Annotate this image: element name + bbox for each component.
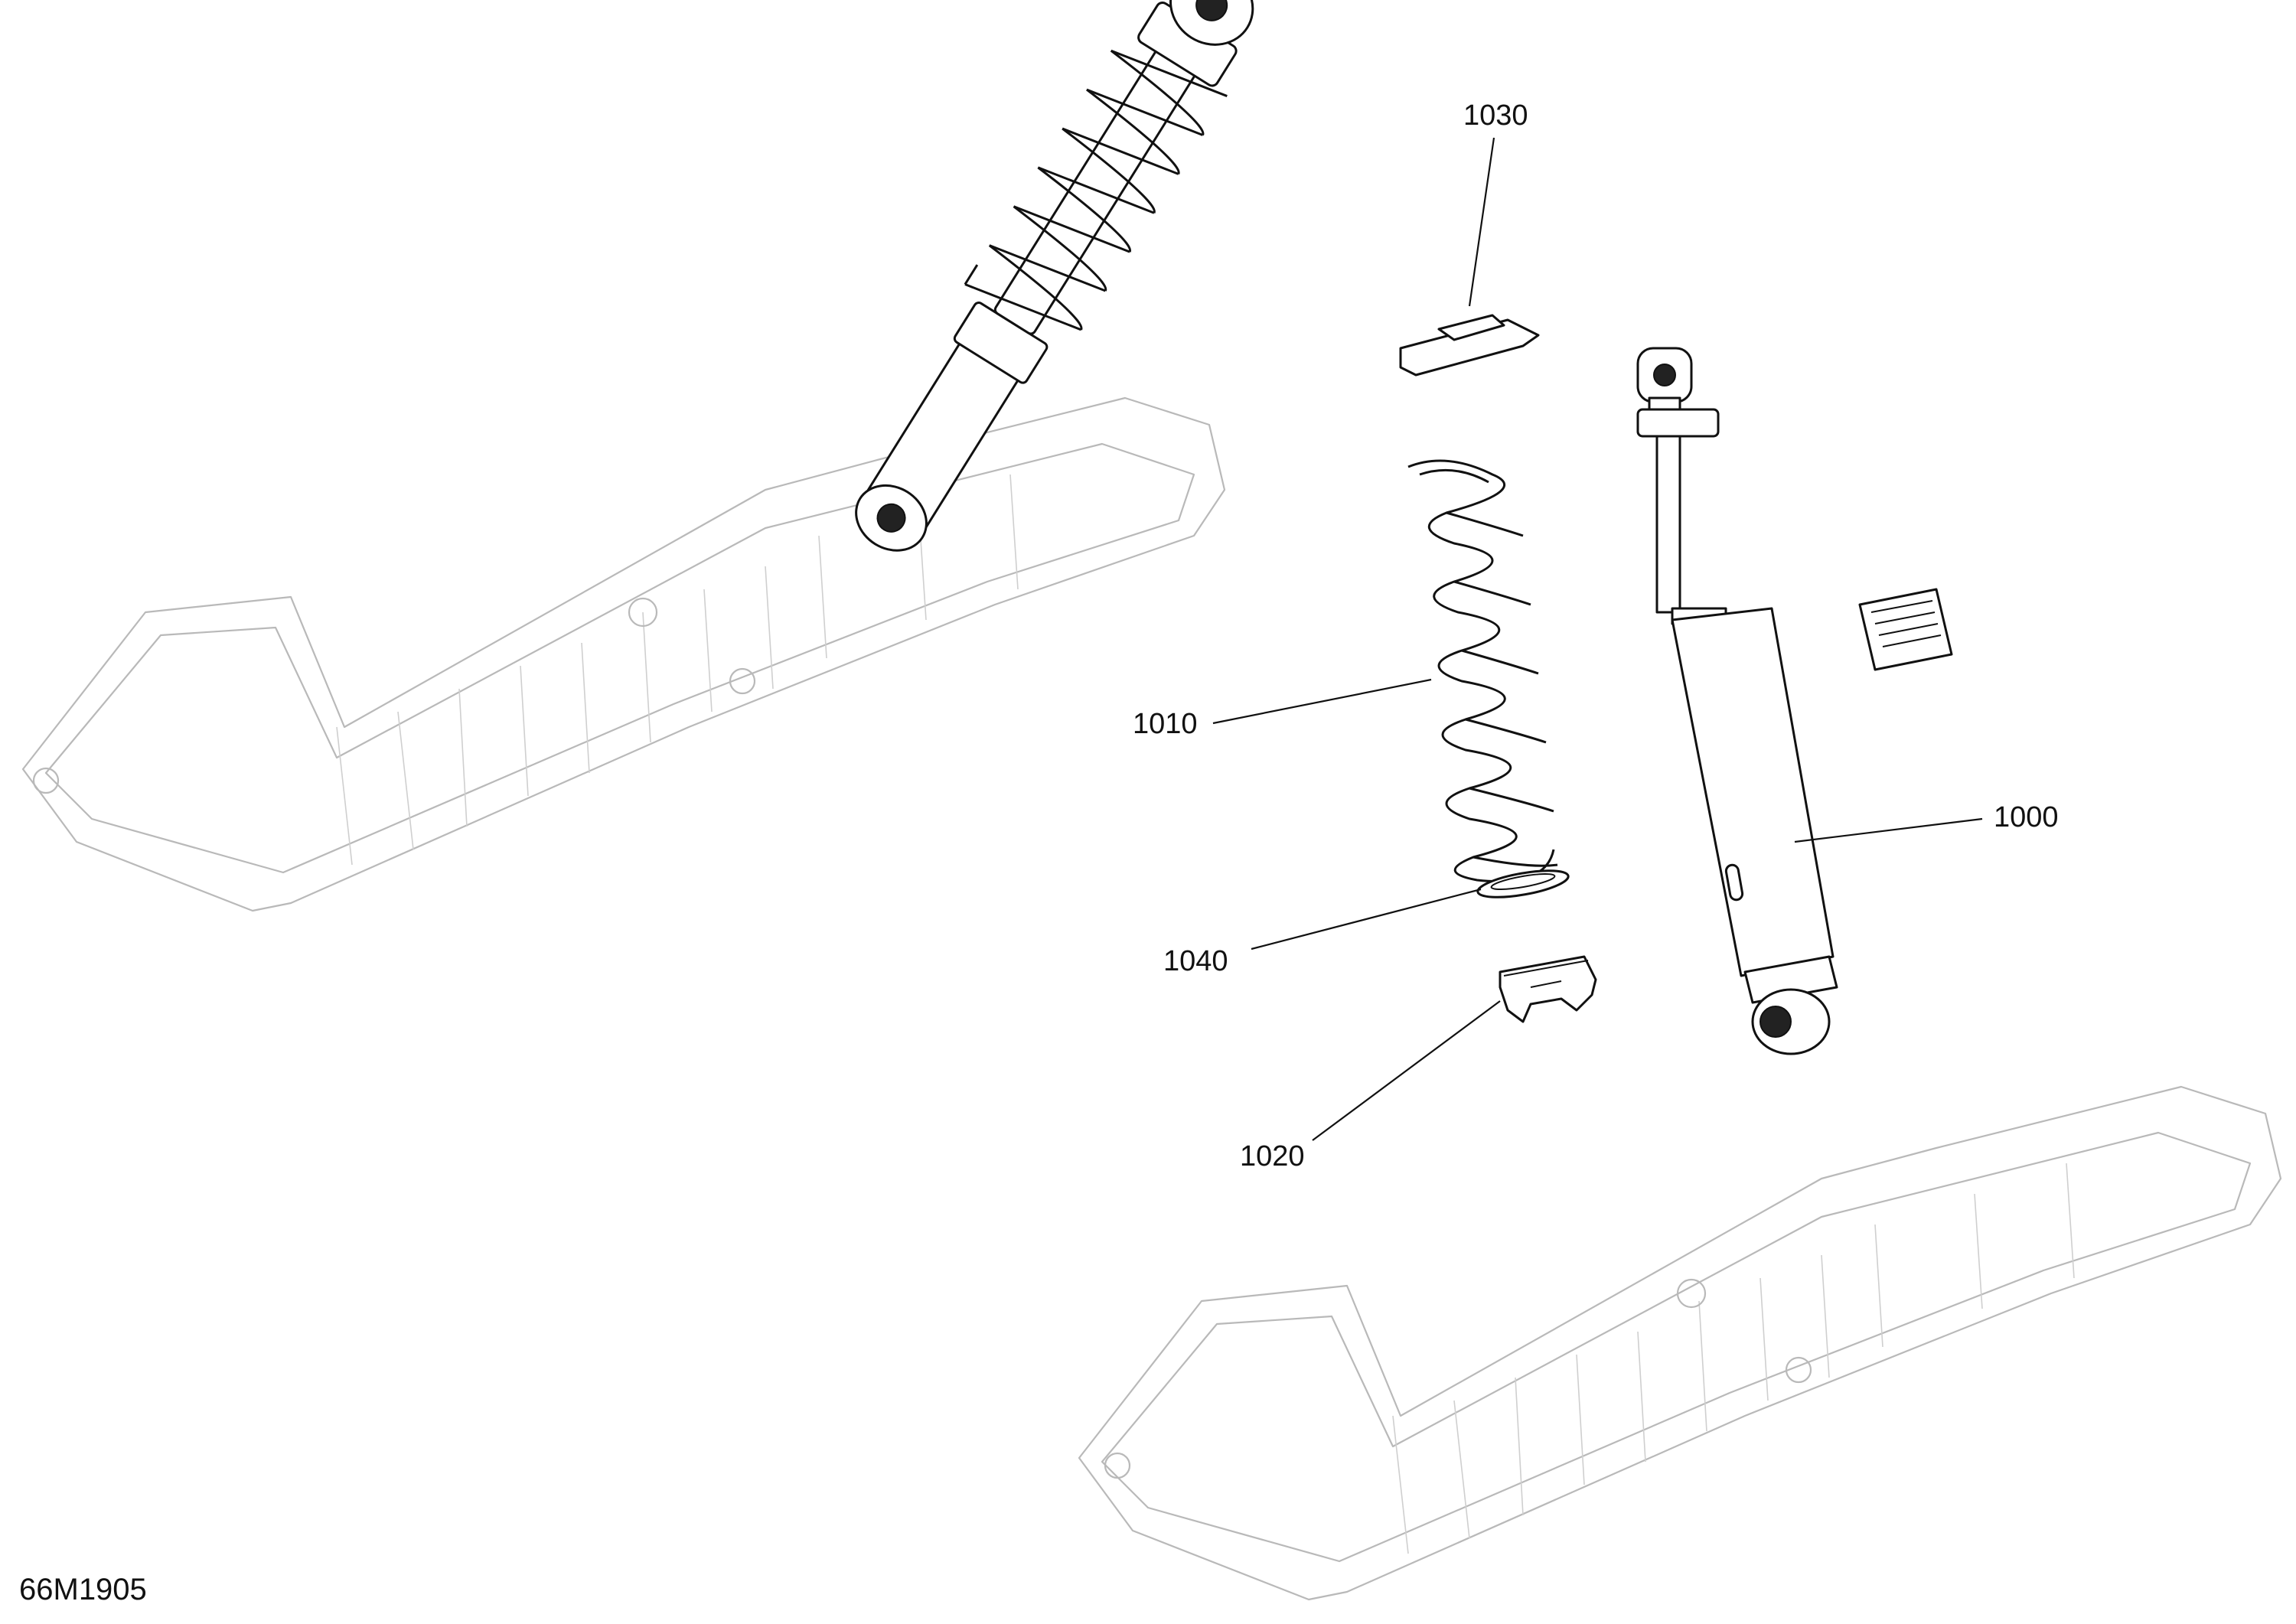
callout-1020: 1020 bbox=[1240, 1140, 1305, 1172]
shock-absorber-assembled bbox=[855, 0, 1254, 552]
callout-1010: 1010 bbox=[1133, 708, 1198, 740]
leader-1040 bbox=[1251, 888, 1482, 951]
ski-lower-right bbox=[1078, 1085, 2282, 1601]
leader-1000 bbox=[1794, 817, 1983, 843]
ski-upper-left bbox=[21, 396, 1226, 912]
spring-seat-1030 bbox=[1399, 314, 1540, 377]
spring-1010 bbox=[1407, 459, 1558, 883]
shock-absorber-1000 bbox=[1636, 347, 1838, 1055]
leader-1020 bbox=[1312, 1000, 1501, 1141]
callout-1040: 1040 bbox=[1163, 945, 1228, 977]
leader-1010 bbox=[1212, 678, 1432, 725]
spring-seat-1020 bbox=[1499, 955, 1597, 1023]
callout-1000: 1000 bbox=[1994, 801, 2059, 833]
figure-id: 66M1905 bbox=[19, 1573, 147, 1606]
leader-1030 bbox=[1468, 137, 1495, 307]
decal-part bbox=[1858, 588, 1953, 671]
washer-1040 bbox=[1476, 869, 1570, 898]
leader-lines bbox=[1212, 137, 1983, 1141]
callout-1030: 1030 bbox=[1463, 99, 1528, 132]
